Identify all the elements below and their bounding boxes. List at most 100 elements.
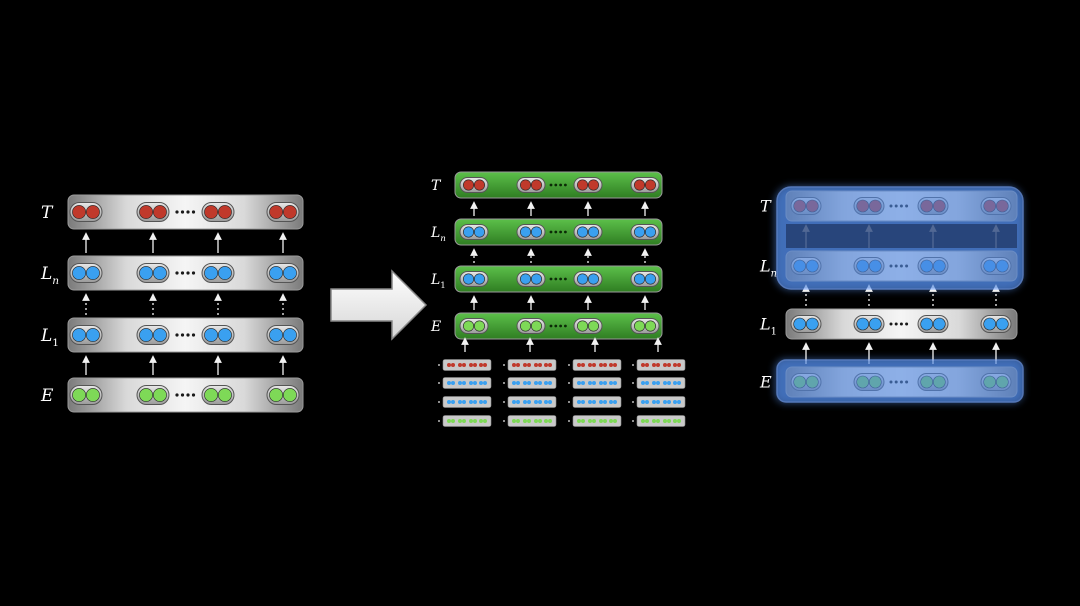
token-node [204, 328, 218, 342]
mini-token-node [645, 381, 649, 385]
layer-label: T [41, 203, 54, 223]
ellipsis-dot [559, 324, 562, 328]
ellipsis-dot [191, 333, 196, 337]
layer-label: T [760, 197, 772, 216]
mini-layer-label-dot [568, 401, 570, 403]
ellipsis-dot [186, 271, 190, 275]
layer-label: Ln [40, 264, 59, 287]
token-node [920, 317, 934, 331]
mini-layer-bar [572, 396, 622, 408]
mini-token-node [548, 400, 552, 404]
layer-bar [454, 171, 663, 199]
mini-token-node [527, 400, 531, 404]
token-node [139, 266, 153, 280]
layer-label-name: E [40, 386, 54, 406]
ellipsis-dot [894, 322, 898, 326]
mini-stack [438, 359, 492, 427]
mini-token-node [603, 419, 607, 423]
mini-layer-label-dot [568, 382, 570, 384]
layer-label-name: L [430, 272, 440, 288]
mini-layer-label-dot [568, 364, 570, 366]
token-node [72, 388, 86, 402]
layer-label-sub: n [771, 268, 777, 279]
ellipsis-dot [564, 277, 567, 281]
layer-label-name: T [431, 178, 442, 194]
mini-token-node [483, 363, 487, 367]
token-node [139, 388, 153, 402]
token-node [86, 266, 100, 280]
mini-token-node [479, 400, 483, 404]
mini-layer-bar [572, 415, 622, 427]
ellipsis-dot [191, 210, 196, 214]
mini-token-node [663, 400, 667, 404]
mini-token-node [548, 419, 552, 423]
ellipsis-dot [889, 322, 893, 326]
mini-token-node [652, 419, 656, 423]
mini-token-node [451, 400, 455, 404]
token-node [269, 266, 283, 280]
mini-token-node [534, 400, 538, 404]
token-node [269, 205, 283, 219]
token-node [634, 226, 646, 238]
mini-token-node [479, 419, 483, 423]
mini-token-node [599, 381, 603, 385]
mini-layer-bar [636, 415, 686, 427]
mini-token-node [663, 419, 667, 423]
mini-token-node [473, 363, 477, 367]
mini-token-node [656, 381, 660, 385]
mini-token-node [447, 381, 451, 385]
layer-bar [67, 255, 304, 291]
mini-token-node [588, 363, 592, 367]
mini-token-node [538, 381, 542, 385]
highlight-block-E [776, 359, 1024, 403]
token-node [153, 328, 167, 342]
token-node [86, 328, 100, 342]
token-node [204, 388, 218, 402]
mini-layer-label-dot [503, 420, 505, 422]
ellipsis-dot [175, 271, 179, 275]
mini-token-node [588, 419, 592, 423]
mini-token-node [677, 400, 681, 404]
token-node [463, 179, 475, 191]
layer-bar [454, 265, 663, 293]
mini-layer-label-dot [632, 401, 634, 403]
ellipsis-dot [899, 322, 903, 326]
mini-token-node [645, 419, 649, 423]
layer-bar [67, 317, 304, 353]
token-node [218, 328, 232, 342]
token-node [72, 328, 86, 342]
layer-label: L1 [759, 315, 777, 338]
mini-token-node [483, 419, 487, 423]
mini-token-node [479, 381, 483, 385]
mini-layer-bar [507, 396, 557, 408]
mini-token-node [473, 381, 477, 385]
mini-token-node [588, 400, 592, 404]
mini-layer-label-dot [503, 382, 505, 384]
mini-token-node [673, 363, 677, 367]
mini-token-node [588, 381, 592, 385]
token-node [204, 205, 218, 219]
mini-token-node [512, 419, 516, 423]
highlight-block-T-Ln [776, 186, 1024, 290]
token-node [269, 328, 283, 342]
token-node [983, 317, 997, 331]
token-node [218, 388, 232, 402]
token-node [520, 179, 532, 191]
token-node [520, 273, 532, 285]
mini-token-node [544, 419, 548, 423]
mini-token-node [645, 363, 649, 367]
mini-layer-label-dot [632, 364, 634, 366]
mini-layer-bar [442, 377, 492, 389]
mini-token-node [538, 419, 542, 423]
mini-layer-label-dot [632, 420, 634, 422]
token-node [473, 179, 485, 191]
mini-layer-bar [442, 415, 492, 427]
mini-token-node [677, 419, 681, 423]
token-node [473, 320, 485, 332]
mini-token-node [577, 381, 581, 385]
layer-label-name: E [430, 319, 441, 335]
mini-layer-bar [442, 359, 492, 371]
